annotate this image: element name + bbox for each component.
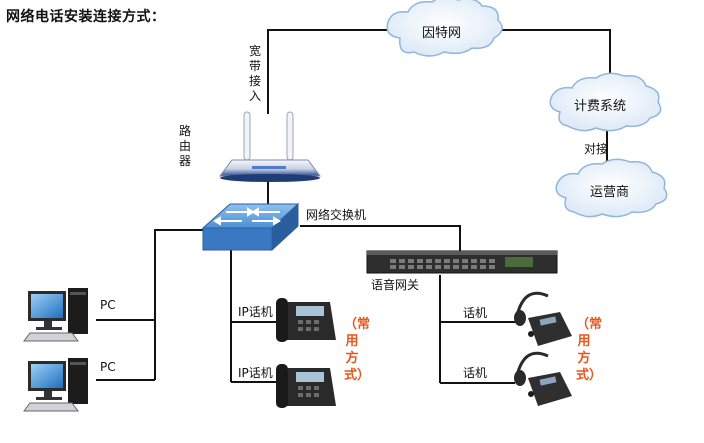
phone-label-2: 话机 — [463, 366, 488, 380]
pc-icon-2 — [23, 358, 88, 412]
page-title: 网络电话安装连接方式： — [6, 9, 166, 25]
voice-gateway-icon — [366, 250, 558, 274]
carrier-cloud — [555, 158, 668, 218]
billing-cloud — [549, 72, 662, 132]
switch-label: 网络交换机 — [306, 208, 367, 222]
common-method-note-right: （常用方式） — [576, 317, 603, 383]
billing-label: 计费系统 — [574, 99, 627, 114]
pc-label-2: PC — [100, 360, 116, 374]
internet-cloud — [386, 0, 503, 57]
ip-phone-label-2: IP话机 — [238, 366, 273, 380]
router-icon — [219, 111, 321, 182]
switch-icon — [201, 202, 300, 252]
internet-label: 因特网 — [422, 26, 462, 41]
ip-phone-icon-2 — [276, 364, 336, 408]
broadband-label: 宽带接入 — [248, 44, 261, 103]
ip-phone-icon-1 — [276, 298, 336, 342]
router-label: 路由器 — [178, 124, 191, 168]
connection-lines — [96, 29, 611, 384]
gateway-label: 语音网关 — [371, 278, 420, 292]
common-method-note-left: （常用方式） — [344, 317, 371, 383]
carrier-label: 运营商 — [590, 185, 630, 200]
phone-label-1: 话机 — [463, 306, 488, 320]
pc-icon-1 — [23, 288, 88, 342]
headset-phone-icon-2 — [514, 351, 572, 406]
interconnect-label: 对接 — [584, 142, 609, 156]
pc-label-1: PC — [100, 298, 116, 312]
headset-phone-icon-1 — [514, 291, 572, 346]
ip-phone-label-1: IP话机 — [238, 305, 273, 319]
